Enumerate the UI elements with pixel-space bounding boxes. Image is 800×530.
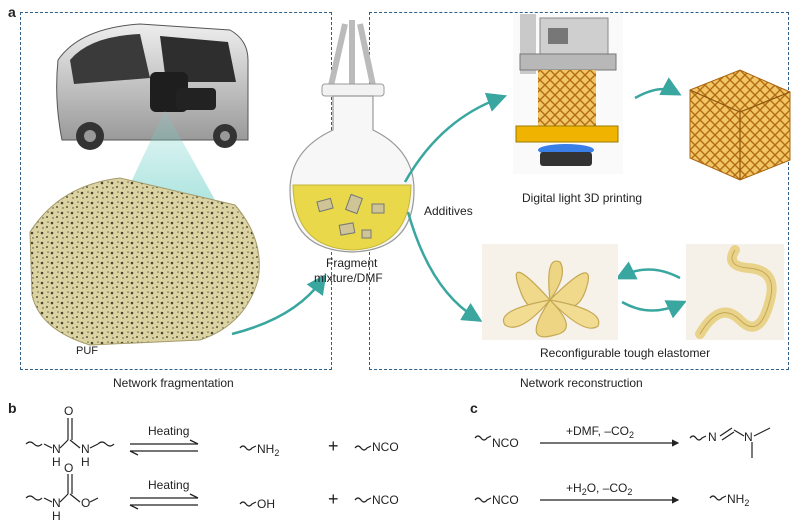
panel-c-structures (474, 427, 771, 504)
b1-condition: Heating (148, 424, 190, 438)
zoom-beam (125, 110, 215, 200)
c1-reactant: NCO (492, 436, 519, 450)
b1-product1-main: NH (257, 442, 275, 456)
b1-product2: NCO (372, 440, 399, 454)
c2-product-main: NH (727, 492, 745, 506)
b2-atom-o1: O (64, 461, 74, 475)
b1-plus: + (328, 436, 339, 456)
puf-label: PUF (76, 345, 98, 357)
b2-condition: Heating (148, 478, 190, 492)
arrow-to-elastomer (406, 211, 483, 322)
reconstruction-caption: Network reconstruction (520, 376, 643, 390)
c2-condition-sub2: 2 (627, 487, 633, 497)
flask (289, 20, 415, 253)
fragmentation-caption: Network fragmentation (113, 376, 234, 390)
car-image (53, 16, 249, 150)
b1-atom-h2: H (81, 455, 90, 469)
c1-atom-n1: N (708, 430, 717, 444)
b2-atom-h: H (52, 509, 61, 523)
b2-atom-n: N (52, 496, 61, 510)
panel-b-letter: b (8, 400, 17, 416)
elastomer-label: Reconfigurable tough elastomer (540, 346, 711, 360)
arrow-reconfig-forward (621, 300, 687, 319)
b1-product1: NH2 (257, 442, 279, 458)
arrow-to-lattice (634, 77, 682, 100)
additives-label: Additives (424, 204, 473, 218)
arrow-to-flask (231, 273, 327, 336)
c2-product: NH2 (727, 492, 749, 508)
puf-foam (29, 177, 260, 346)
panel-b-structures (25, 418, 372, 510)
c2-condition-rest: O, –CO (586, 481, 628, 495)
arrow-reconfig-back (615, 261, 681, 280)
c1-condition: +DMF, –CO2 (566, 424, 634, 440)
c2-reactant: NCO (492, 493, 519, 507)
printer-image (513, 14, 623, 174)
elastomer-helix-image (686, 244, 784, 340)
b2-product2: NCO (372, 493, 399, 507)
c2-condition-main: +H (566, 481, 582, 495)
c1-condition-sub: 2 (629, 430, 635, 440)
c2-product-sub: 2 (744, 498, 750, 508)
b2-plus: + (328, 489, 339, 509)
flask-label-line2: mixture/DMF (314, 271, 383, 285)
panel-c-letter: c (470, 400, 478, 416)
c2-condition-sub1: 2 (581, 487, 587, 497)
flask-label-line1: Fragment (326, 256, 378, 270)
b1-product1-sub: 2 (274, 448, 280, 458)
lattice-cube (689, 69, 791, 181)
b1-atom-n1: N (52, 442, 61, 456)
c2-condition: +H2O, –CO2 (566, 481, 632, 497)
b1-atom-n2: N (81, 442, 90, 456)
c1-atom-n2: N (744, 430, 753, 444)
b2-product1: OH (257, 497, 275, 511)
elastomer-flower-image (482, 244, 618, 340)
b1-atom-h1: H (52, 455, 61, 469)
printing-label: Digital light 3D printing (522, 191, 643, 205)
arrow-to-printer (403, 92, 508, 183)
b2-atom-o2: O (81, 496, 91, 510)
c1-condition-main: +DMF, –CO (566, 424, 630, 438)
panel-a-letter: a (8, 4, 16, 20)
b1-atom-o: O (64, 404, 74, 418)
